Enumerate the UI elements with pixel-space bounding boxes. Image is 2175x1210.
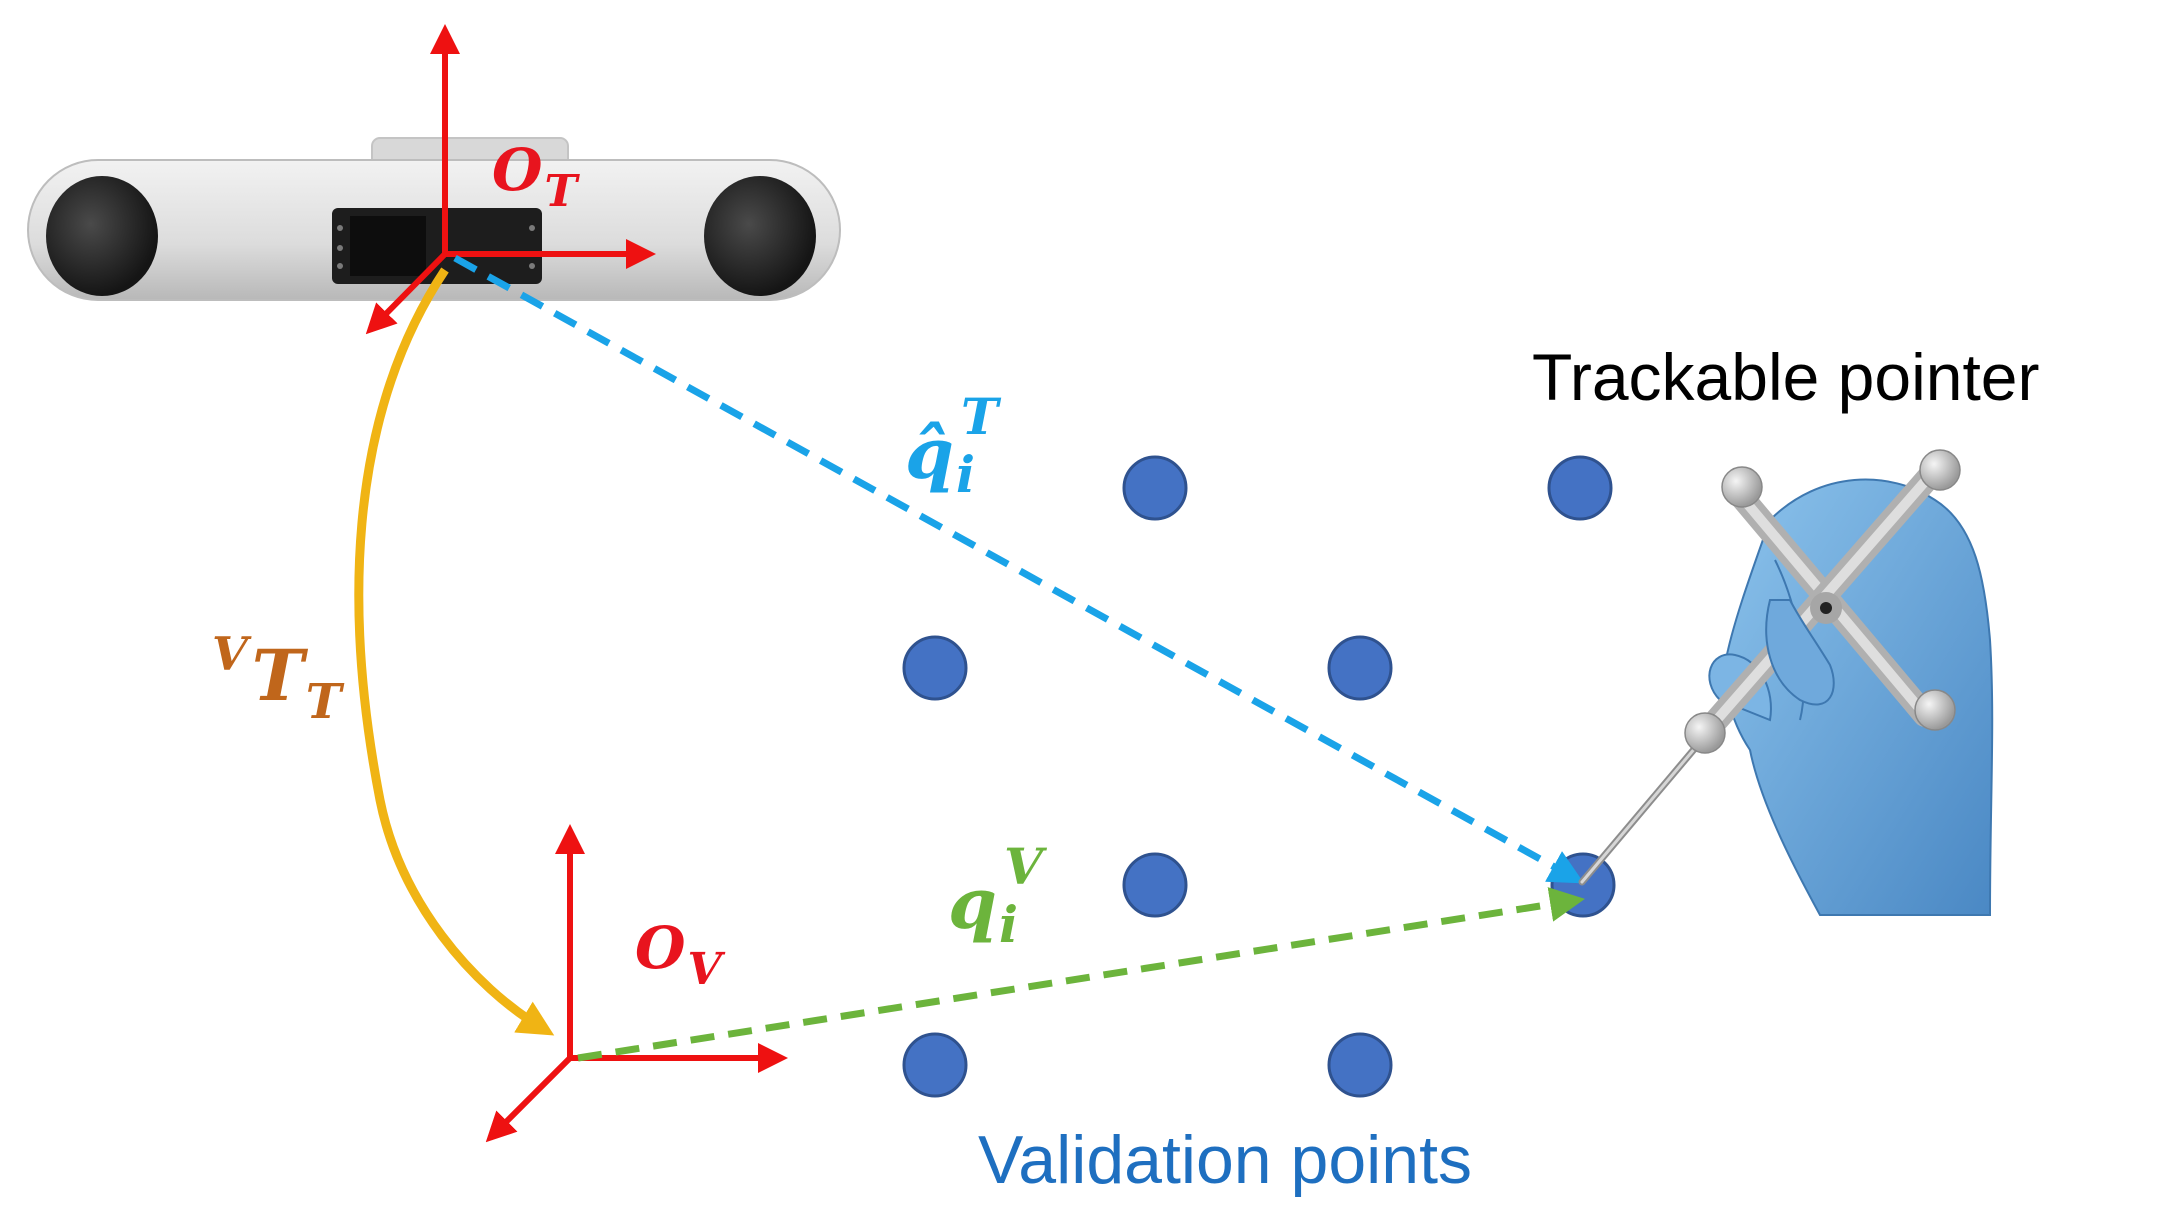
validation-point: [1547, 455, 1613, 521]
validation-point: [1327, 1032, 1393, 1098]
phantom-point-vector: [577, 887, 1585, 1062]
optical-tracker-icon: [27, 137, 841, 301]
phantom-point-label: qiV: [948, 837, 1048, 954]
marker-sphere-icon: [1919, 449, 1961, 491]
validation-point: [902, 635, 968, 701]
transform-label: VTT: [212, 627, 345, 730]
pointer-caption: Trackable pointer: [1532, 340, 2039, 414]
tracker-frame-axes: [365, 24, 656, 335]
validation-point: [902, 1032, 968, 1098]
tracker-left-lens-icon: [46, 176, 158, 296]
validation-points: [902, 455, 1616, 1098]
tracked-point-vector: [453, 254, 1585, 884]
trackable-pointer-hand-icon: [1578, 449, 1994, 916]
marker-sphere-icon: [1684, 712, 1726, 754]
validation-frame-z-axis: [485, 1055, 573, 1143]
tracker-right-lens-icon: [704, 176, 816, 296]
marker-sphere-icon: [1721, 466, 1763, 508]
validation-point: [1122, 455, 1188, 521]
validation-frame-label: OV: [635, 914, 726, 995]
validation-point: [1122, 852, 1188, 918]
validation-point: [1327, 635, 1393, 701]
marker-sphere-icon: [1914, 689, 1956, 731]
validation-frame-axes: [485, 824, 788, 1143]
points-caption: Validation points: [978, 1122, 1472, 1198]
tracker-frame-z-axis: [365, 251, 448, 335]
transform-arrow: [354, 267, 555, 1036]
tracker-frame-label: OT: [492, 136, 581, 217]
tracked-point-label: q̂iT: [905, 387, 1002, 504]
